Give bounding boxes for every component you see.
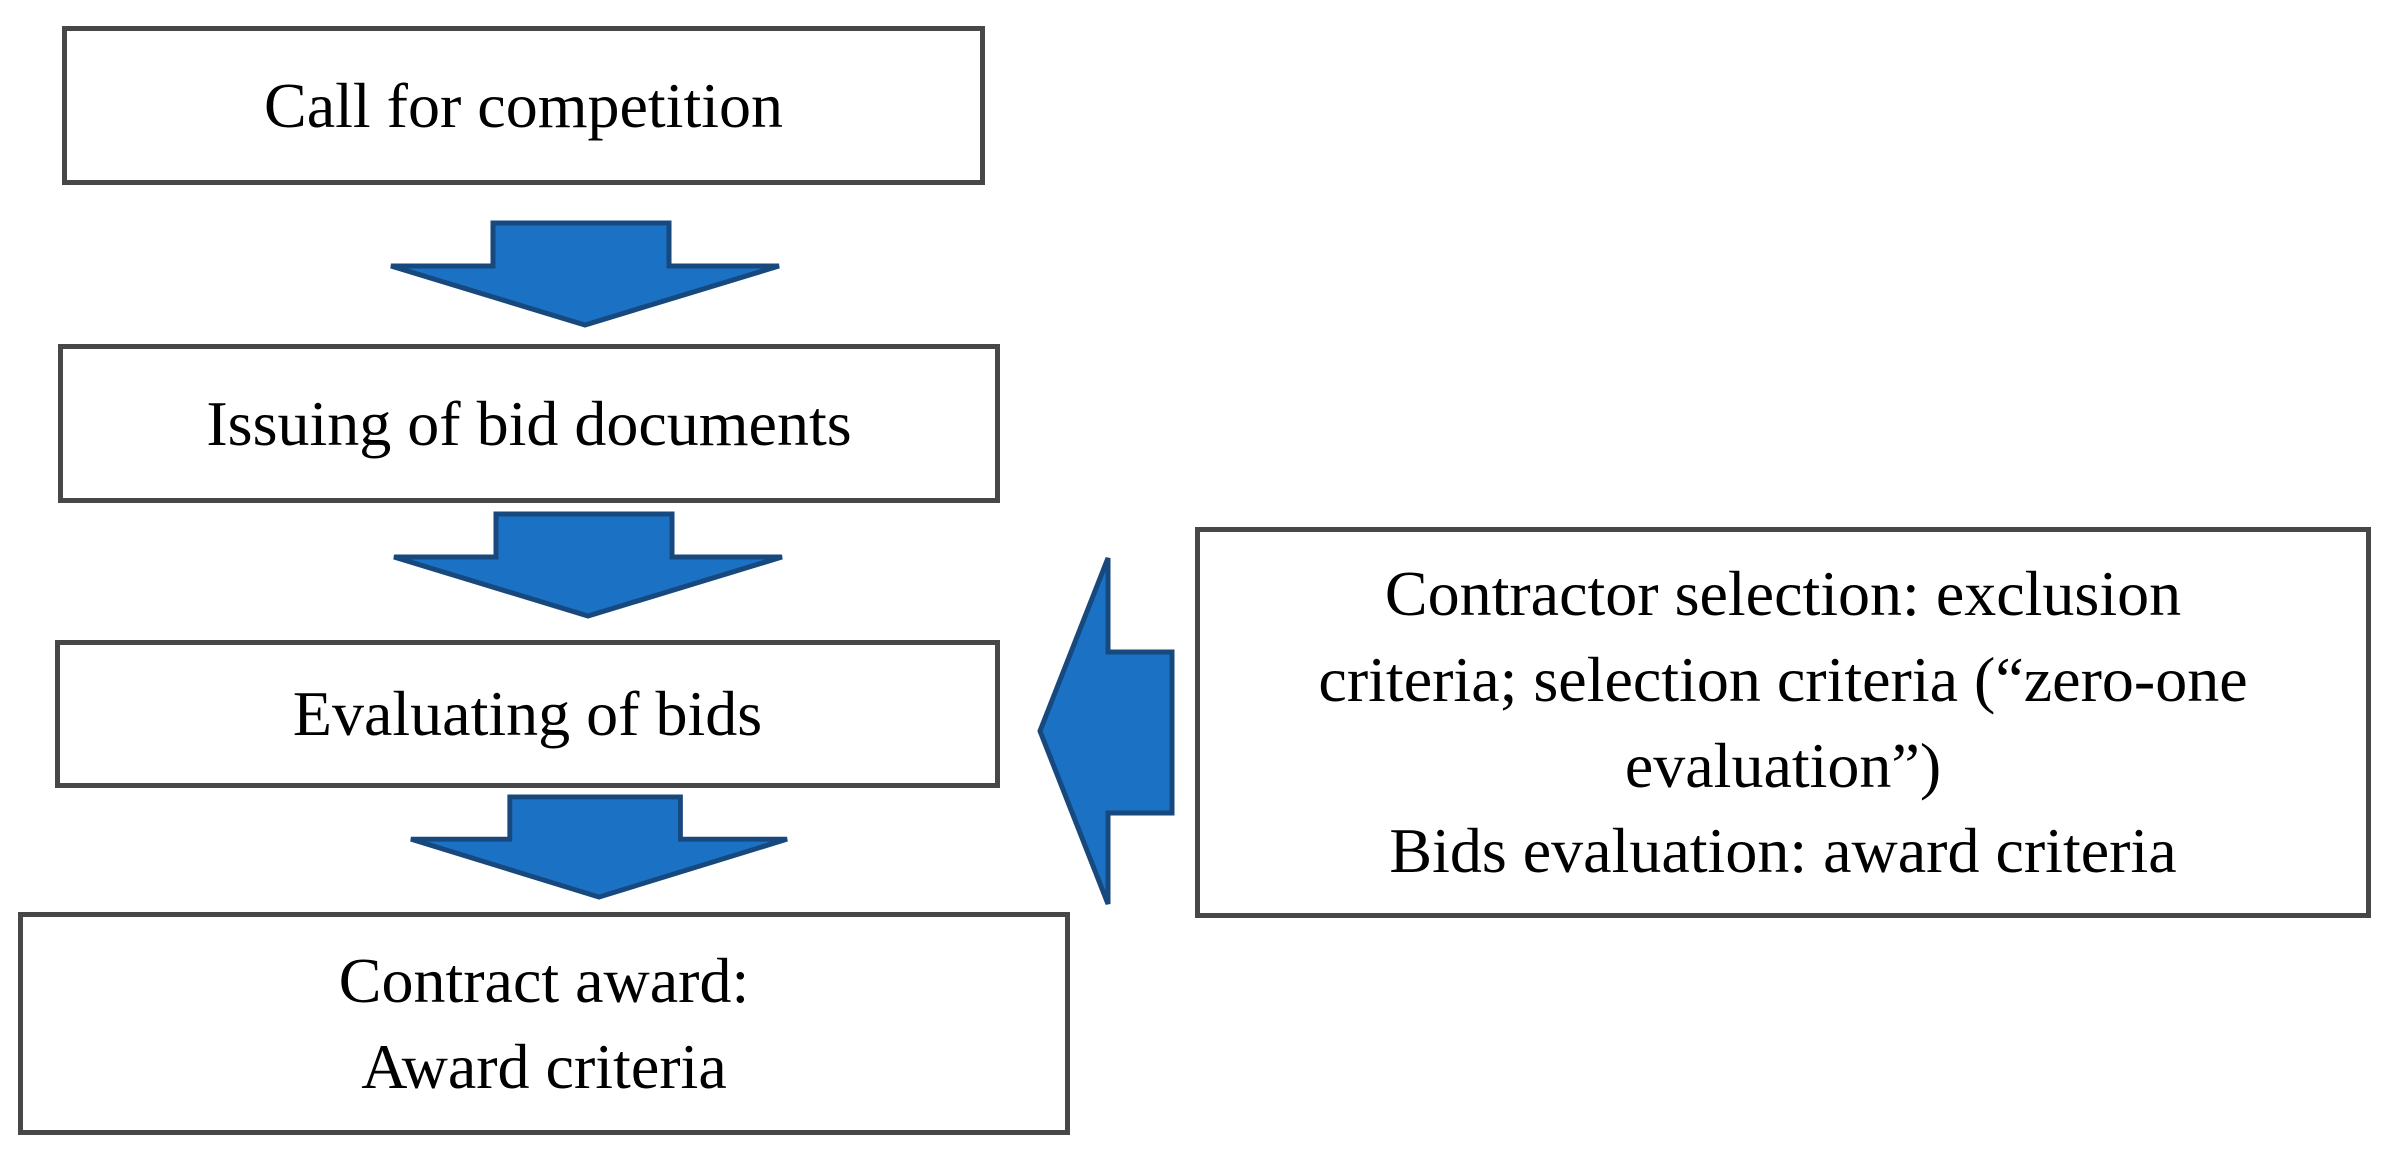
- flow-step-label: Evaluating of bids: [292, 678, 763, 750]
- annotation-label: Contractor selection: exclusion criteria…: [1318, 558, 2248, 887]
- down-arrow-icon-2: [393, 511, 783, 619]
- flow-step-issuing-of-bid-documents: Issuing of bid documents: [58, 344, 1000, 503]
- left-arrow-icon: [1037, 557, 1175, 905]
- flow-step-call-for-competition: Call for competition: [62, 26, 985, 185]
- flow-step-evaluating-of-bids: Evaluating of bids: [55, 640, 1000, 788]
- down-arrow-icon-1: [390, 220, 780, 328]
- annotation-box-criteria: Contractor selection: exclusion criteria…: [1195, 527, 2371, 918]
- down-arrow-icon-3: [410, 794, 788, 900]
- flow-step-contract-award: Contract award: Award criteria: [18, 912, 1070, 1135]
- flow-step-label: Contract award: Award criteria: [338, 944, 750, 1102]
- flow-step-label: Issuing of bid documents: [206, 387, 852, 459]
- flow-step-label: Call for competition: [264, 69, 783, 141]
